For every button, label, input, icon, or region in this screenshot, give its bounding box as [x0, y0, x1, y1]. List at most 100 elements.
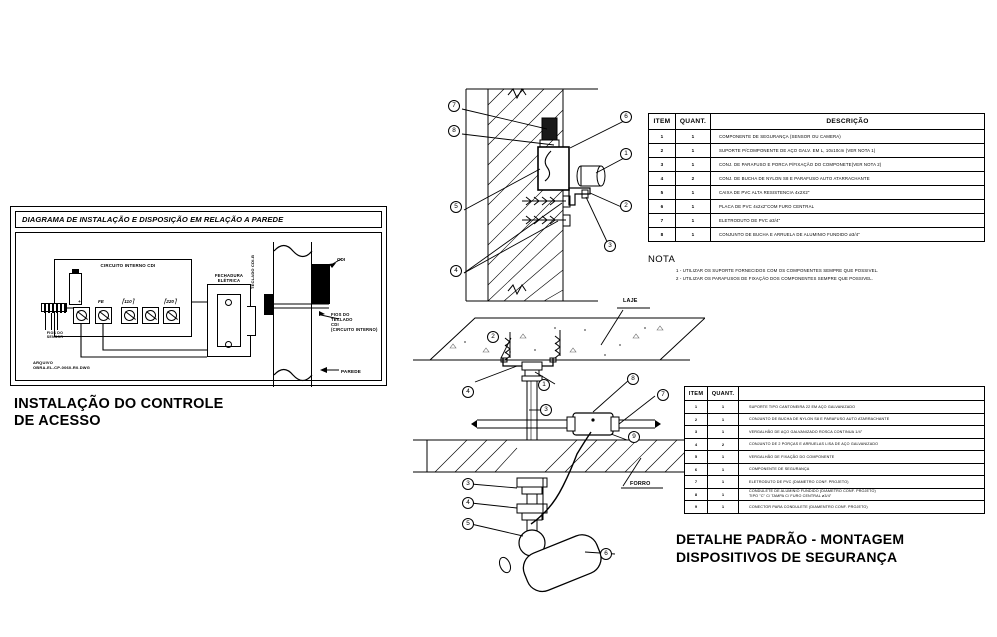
- archive-caption: ARQUIVO: [33, 360, 54, 365]
- table-row: 7 1 ELETRODUTO DE PVC ø3/4": [648, 213, 985, 228]
- terminal-label-220: ⎡220⎤: [164, 299, 177, 304]
- table-row: 2 1 CONJUNTO DE BUCHA DE NYLON S8 E PARA…: [684, 412, 985, 426]
- terminal-110-a[interactable]: [121, 307, 138, 324]
- screw-icon: [166, 310, 177, 321]
- cell-quant: 1: [707, 500, 739, 514]
- installation-diagram-panel: DIAGRAMA DE INSTALAÇÃO E DISPOSIÇÃO EM R…: [10, 206, 387, 387]
- cell-quant: 1: [707, 487, 739, 501]
- ceiling-drawing-title-line2: DISPOSITIVOS DE SEGURANÇA: [676, 549, 898, 565]
- archive-filename: OBRA-EL-CP-0060-R0.DWG: [33, 365, 91, 370]
- circuit-internal-label: CIRCUITO INTERNO CDI: [100, 263, 156, 268]
- note-line-1: 1 - UTILIZAR OS SUPORTE FORNECIDOS COM O…: [676, 268, 879, 274]
- callout-7: 7: [448, 100, 460, 112]
- cell-desc: SUPORTE TIPO CANTONEIRA 22 EM AÇO GALVAN…: [738, 400, 985, 414]
- cell-quant: 1: [675, 157, 711, 172]
- callout-ceiling-3-top: 3: [540, 404, 552, 416]
- cell-quant: 2: [675, 171, 711, 186]
- table-header-row: ITEM QUANT. DESCRIÇÃO: [648, 113, 985, 130]
- cell-desc: ELETRODUTO DE PVC ø3/4": [710, 213, 985, 228]
- bom-table-wall: ITEM QUANT. DESCRIÇÃO 1 1 COMPONENTE DE …: [648, 113, 985, 242]
- cell-item: 1: [648, 129, 676, 144]
- screw-icon: [124, 310, 135, 321]
- cell-quant: 1: [707, 400, 739, 414]
- terminal-label-positive: +: [78, 299, 81, 304]
- table-row: 8 1 CONJUNTO DE BUCHA E ARRUELA DE ALUMI…: [648, 227, 985, 242]
- cell-desc: CONJUNTO DE 2 PORÇAS E ARRUELAS LISA DE …: [738, 437, 985, 451]
- ceiling-label: FORRO: [630, 481, 651, 487]
- header-quant: QUANT.: [675, 113, 711, 130]
- wall-label: PAREDE: [341, 369, 362, 374]
- cell-item: 8: [684, 487, 708, 501]
- callout-ceiling-6: 6: [600, 548, 612, 560]
- cell-quant: 1: [707, 425, 739, 439]
- archive-stamp: ARQUIVO OBRA-EL-CP-0060-R0.DWG: [33, 360, 90, 370]
- diagram-title-text: DIAGRAMA DE INSTALAÇÃO E DISPOSIÇÃO EM R…: [22, 215, 284, 224]
- table-row: 4 2 CONJ. DE BUCHA DE NYLON S8 E PARAFUS…: [648, 171, 985, 186]
- table-row: 1 1 SUPORTE TIPO CANTONEIRA 22 EM AÇO GA…: [684, 400, 985, 414]
- callout-ceiling-8: 8: [627, 373, 639, 385]
- callout-6: 6: [620, 111, 632, 123]
- notes-block: NOTA 1 - UTILIZAR OS SUPORTE FORNECIDOS …: [648, 254, 988, 281]
- cell-item: 6: [684, 462, 708, 476]
- terminal-positive[interactable]: [73, 307, 90, 324]
- table-row: 6 1 PLACA DE PVC 4x2x2"COM FURO CENTRAL: [648, 199, 985, 214]
- table-row: 9 1 CONECTOR PARA CONDULETE (DIAMENTRO C…: [684, 500, 985, 514]
- keypad-label: TECLADO CDI-B: [250, 254, 255, 289]
- cell-quant: 1: [707, 412, 739, 426]
- callout-ceiling-1: 1: [538, 379, 550, 391]
- left-drawing-title-line1: INSTALAÇÃO DO CONTROLE: [14, 396, 224, 412]
- cell-item: 2: [648, 143, 676, 158]
- callout-ceiling-4-bottom: 4: [462, 497, 474, 509]
- cell-desc: COMPONENTE DE SEGURANÇA (SENSOR OU CAMER…: [710, 129, 985, 144]
- callout-5: 5: [450, 201, 462, 213]
- cell-quant: 1: [675, 213, 711, 228]
- cell-quant: 2: [707, 437, 739, 451]
- sensor-connector: [41, 303, 67, 330]
- callout-ceiling-3-bottom: 3: [462, 478, 474, 490]
- terminal-220[interactable]: [163, 307, 180, 324]
- header-item: ITEM: [684, 386, 708, 401]
- cell-item: 4: [648, 171, 676, 186]
- cell-quant: 1: [707, 462, 739, 476]
- cell-desc: COMPONENTE DE SEGURANÇA: [738, 462, 985, 476]
- table-row: 7 1 ELETRODUTO DE PVC (DIAMETRO CONF. PR…: [684, 475, 985, 489]
- table-row: 1 1 COMPONENTE DE SEGURANÇA (SENSOR OU C…: [648, 129, 985, 144]
- table-row: 3 1 VERGALHÃO DE AÇO GALVANIZADO ROSCA C…: [684, 425, 985, 439]
- cell-desc: VERGALHÃO DE FIXAÇÃO DO COMPONENTE: [738, 450, 985, 464]
- table-row: 5 1 CAIXA DE PVC ALTA RESISTENCIA 4x2X2": [648, 185, 985, 200]
- header-desc: [738, 386, 985, 401]
- callout-ceiling-2: 2: [487, 331, 499, 343]
- ceiling-drawing-title-line1: DETALHE PADRÃO - MONTAGEM: [676, 531, 905, 547]
- note-line-2: 2 - UTILIZAR OS PARAFUSOS DE FIXAÇÃO DOS…: [676, 276, 874, 282]
- cell-item: 4: [684, 437, 708, 451]
- bom-table-2: ITEM QUANT. 1 1 SUPORTE TIPO CANTONEIRA …: [684, 386, 985, 514]
- lock-screw-hole-top: [225, 299, 232, 306]
- table-row: 5 1 VERGALHÃO DE FIXAÇÃO DO COMPONENTE: [684, 450, 985, 464]
- left-drawing-title-line2: DE ACESSO: [14, 412, 101, 429]
- bom-table-1-body: 1 1 COMPONENTE DE SEGURANÇA (SENSOR OU C…: [648, 129, 985, 242]
- terminal-fe[interactable]: [95, 307, 112, 324]
- terminal-110-b[interactable]: [142, 307, 159, 324]
- cell-quant: 1: [675, 185, 711, 200]
- diagram-title-bar: DIAGRAMA DE INSTALAÇÃO E DISPOSIÇÃO EM R…: [15, 211, 382, 228]
- callout-ceiling-5: 5: [462, 518, 474, 530]
- cell-quant: 1: [675, 199, 711, 214]
- keypad-block: [264, 294, 274, 315]
- cell-quant: 1: [675, 143, 711, 158]
- ceiling-mount-detail: [413, 307, 705, 593]
- callout-8: 8: [448, 125, 460, 137]
- cell-desc: CONJUNTO DE BUCHA E ARRUELA DE ALUMINIO …: [710, 227, 985, 242]
- cell-desc: PLACA DE PVC 4x2x2"COM FURO CENTRAL: [710, 199, 985, 214]
- wall-mount-detail: [461, 88, 627, 302]
- header-item: ITEM: [648, 113, 676, 130]
- header-quant: QUANT.: [707, 386, 739, 401]
- callout-3: 3: [604, 240, 616, 252]
- callout-4: 4: [450, 265, 462, 277]
- header-desc: DESCRIÇÃO: [710, 113, 985, 130]
- cell-desc: CONJ. DE BUCHA DE NYLON S8 E PARAFUSO AU…: [710, 171, 985, 186]
- cell-desc: SUPORTE P/COMPONENTE DE AÇO GALV. EM L, …: [710, 143, 985, 158]
- bom-table-1: ITEM QUANT. DESCRIÇÃO 1 1 COMPONENTE DE …: [648, 113, 985, 242]
- relay-terminal-block: [72, 269, 79, 273]
- cell-item: 7: [684, 475, 708, 489]
- cell-quant: 1: [675, 129, 711, 144]
